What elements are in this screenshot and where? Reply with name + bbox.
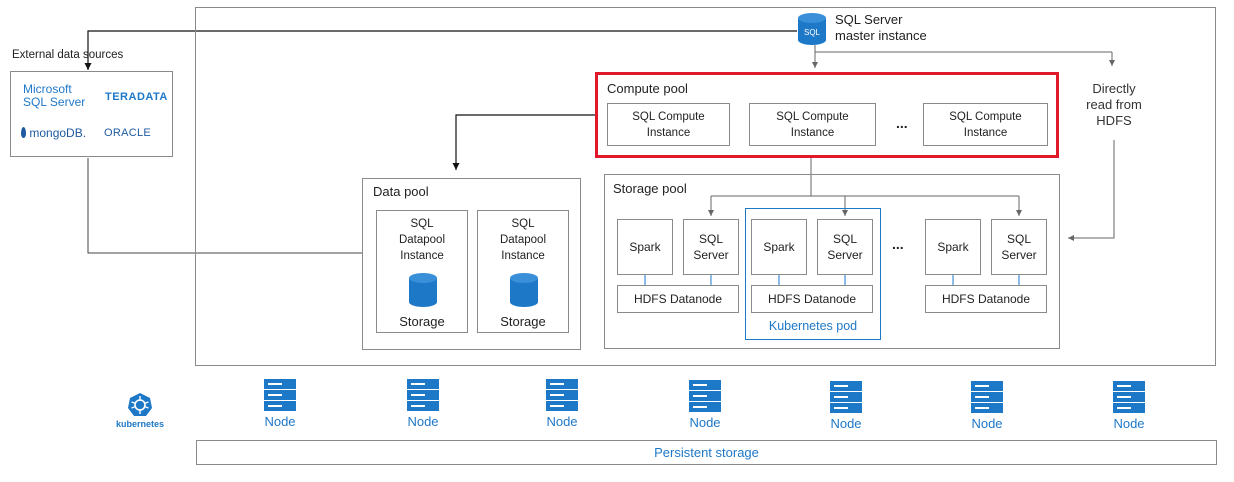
persistent-storage: Persistent storage (196, 440, 1217, 465)
storage-ellipsis: ... (892, 236, 904, 252)
server-icon (264, 379, 296, 411)
compute-pool-title: Compute pool (607, 81, 688, 96)
leaf-icon (21, 127, 26, 138)
storage-pool: Storage pool (604, 174, 1060, 349)
node-2: Node (393, 378, 453, 429)
storage-label: Storage (500, 314, 546, 329)
node-1: Node (250, 378, 310, 429)
mongodb-logo: mongoDB. (21, 126, 86, 140)
hdfs-datanode-3: HDFS Datanode (925, 285, 1047, 313)
node-label: Node (971, 416, 1003, 431)
node-5: Node (816, 380, 876, 431)
kubernetes-logo: kubernetes (112, 392, 168, 429)
node-6: Node (957, 380, 1017, 431)
node-3: Node (532, 378, 592, 429)
oracle-logo: ORACLE (104, 127, 152, 139)
spark-3: Spark (925, 219, 981, 275)
storage-pool-title: Storage pool (613, 181, 687, 196)
data-pool-title: Data pool (373, 184, 429, 199)
node-label: Node (264, 414, 296, 429)
persistent-storage-label: Persistent storage (654, 445, 759, 460)
spark-1: Spark (617, 219, 673, 275)
server-icon (971, 381, 1003, 413)
hdfs-datanode-1: HDFS Datanode (617, 285, 739, 313)
compute-ellipsis: ... (896, 115, 908, 131)
spark-2: Spark (751, 219, 807, 275)
kubernetes-pod: Kubernetes pod (745, 208, 881, 340)
server-icon (407, 379, 439, 411)
server-icon (546, 379, 578, 411)
storage-label: Storage (399, 314, 445, 329)
hdfs-datanode-2: HDFS Datanode (751, 285, 873, 313)
node-4: Node (675, 379, 735, 430)
server-icon (830, 381, 862, 413)
external-sources-title: External data sources (12, 49, 124, 61)
storage-cylinder-icon (409, 273, 437, 307)
node-label: Node (689, 415, 721, 430)
microsoft-sql-logo: Microsoft SQL Server (23, 82, 86, 109)
cluster-boundary (195, 7, 1216, 366)
kubernetes-helm-icon (128, 393, 152, 416)
teradata-logo: TERADATA (105, 91, 168, 103)
node-label: Node (407, 414, 439, 429)
master-subtitle: master instance (835, 28, 927, 43)
node-label: Node (546, 414, 578, 429)
server-icon (1113, 381, 1145, 413)
kubernetes-label: kubernetes (115, 419, 165, 429)
server-icon (689, 380, 721, 412)
node-label: Node (830, 416, 862, 431)
external-sources-box: Microsoft SQL Server TERADATA mongoDB. O… (10, 71, 173, 157)
kubernetes-pod-label: Kubernetes pod (768, 319, 858, 333)
svg-text:SQL: SQL (804, 28, 821, 37)
master-instance: SQL SQL Server master instance (797, 12, 957, 46)
database-icon: SQL (798, 13, 826, 45)
storage-cylinder-icon (510, 273, 538, 307)
directly-read-label: Directly read from HDFS (1086, 81, 1142, 128)
master-title: SQL Server (835, 12, 903, 27)
node-label: Node (1113, 416, 1145, 431)
node-7: Node (1099, 380, 1159, 431)
